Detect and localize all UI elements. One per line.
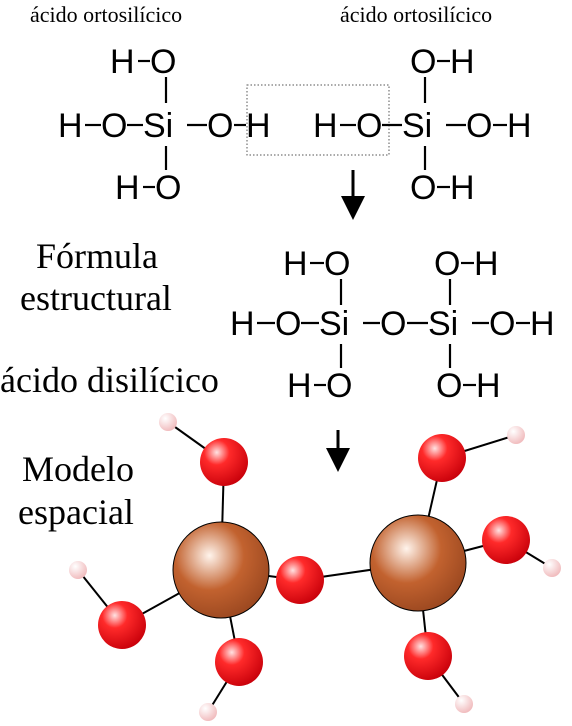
d-l-mid-o: O — [275, 305, 301, 343]
right-molecule-title: ácido ortosilícico — [340, 2, 492, 27]
water-elimination-box — [246, 84, 390, 156]
right-bottom-h: H — [450, 169, 475, 207]
left-top-h: H — [110, 43, 135, 81]
left-right-o: O — [207, 107, 233, 145]
d-bridge-o: O — [380, 305, 406, 343]
spatial-model — [69, 413, 561, 721]
model-label-line1: Modelo — [22, 449, 134, 489]
left-orthosilicic-acid: H O H O Si O H H O — [58, 43, 271, 207]
model-oxygen-atom — [482, 516, 530, 564]
d-r-bottom-h: H — [476, 367, 501, 405]
right-orthosilicic-acid: O H H O Si O H O H — [313, 43, 532, 207]
d-r-top-h: H — [474, 245, 499, 283]
d-l-bottom-o: O — [326, 367, 352, 405]
model-silicon-atom-left — [172, 521, 270, 619]
d-l-top-h: H — [283, 245, 308, 283]
left-bottom-o: O — [155, 169, 181, 207]
left-mid-h: H — [58, 107, 83, 145]
reaction-arrow-2 — [326, 430, 350, 472]
model-oxygen-atom — [418, 434, 466, 482]
d-r-bottom-o: O — [436, 367, 462, 405]
left-molecule-title: ácido ortosilícico — [30, 2, 182, 27]
disilicic-acid-formula: H O O H H O Si O Si O H H O O H — [230, 245, 555, 405]
model-hydrogen-atom — [507, 426, 525, 444]
right-mid-o: O — [356, 107, 382, 145]
left-right-h: H — [246, 107, 271, 145]
left-si: Si — [143, 107, 173, 145]
d-l-bottom-h: H — [287, 367, 312, 405]
right-si: Si — [402, 107, 432, 145]
right-right-o: O — [466, 107, 492, 145]
right-mid-h: H — [313, 107, 338, 145]
model-hydrogen-atom — [69, 561, 87, 579]
d-r-mid-o: O — [489, 305, 515, 343]
right-right-h: H — [507, 107, 532, 145]
formula-label-line2: estructural — [20, 278, 172, 318]
d-r-si: Si — [428, 305, 458, 343]
model-label-line2: espacial — [18, 492, 134, 532]
formula-label-line1: Fórmula — [36, 236, 158, 276]
model-oxygen-atom — [200, 438, 248, 486]
right-bottom-o: O — [410, 169, 436, 207]
d-r-mid-h: H — [530, 305, 555, 343]
d-l-si: Si — [319, 305, 349, 343]
right-top-o: O — [410, 43, 436, 81]
model-hydrogen-atom — [199, 703, 217, 721]
model-hydrogen-atom — [159, 413, 177, 431]
model-bridge-oxygen-atom — [276, 556, 324, 604]
right-top-h: H — [450, 43, 475, 81]
left-bottom-h: H — [115, 169, 140, 207]
model-oxygen-atom — [215, 638, 263, 686]
d-l-mid-h: H — [230, 305, 255, 343]
product-name-label: ácido disilícico — [0, 360, 219, 400]
model-hydrogen-atom — [543, 559, 561, 577]
model-silicon-atom-right — [369, 514, 467, 612]
d-l-top-o: O — [324, 245, 350, 283]
reaction-arrow-1 — [341, 170, 365, 220]
left-mid-o: O — [101, 107, 127, 145]
d-r-top-o: O — [434, 245, 460, 283]
left-top-o: O — [150, 43, 176, 81]
model-oxygen-atom — [404, 632, 452, 680]
model-hydrogen-atom — [455, 695, 473, 713]
model-oxygen-atom — [98, 601, 146, 649]
